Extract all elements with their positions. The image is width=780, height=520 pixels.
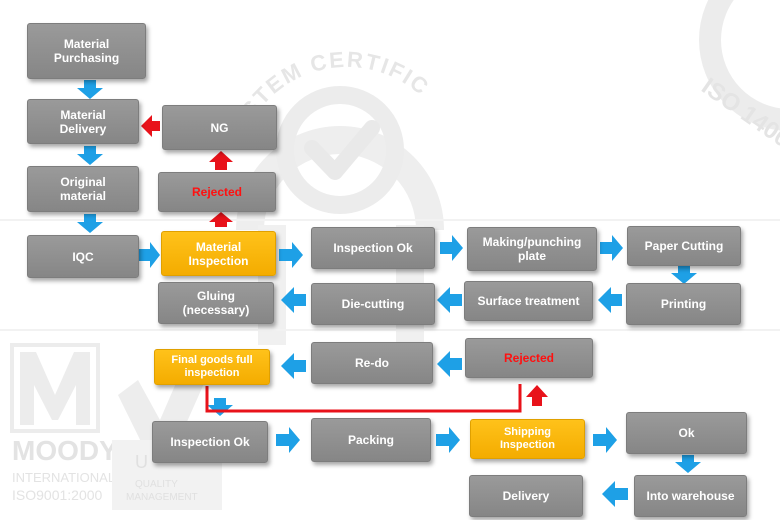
node-surface-treatment: Surface treatment [464, 281, 593, 321]
node-ok: Ok [626, 412, 747, 454]
node-label: Packing [347, 433, 395, 447]
node-label: Paper Cutting [644, 239, 724, 253]
node-label: Gluing (necessary) [182, 289, 250, 317]
node-label: Rejected [191, 185, 243, 199]
arrow-left-2 [437, 287, 462, 313]
node-rejected-top: Rejected [158, 172, 276, 212]
arrow-left-1 [598, 287, 622, 313]
node-iqc: IQC [27, 235, 139, 278]
arrow-left-4 [437, 351, 462, 377]
node-label: Making/punching plate [482, 235, 582, 263]
node-inspection-ok-1: Inspection Ok [311, 227, 435, 269]
node-label: Ok [678, 426, 695, 440]
node-printing: Printing [626, 283, 741, 325]
node-material-inspection: Material Inspection [161, 231, 276, 276]
arrow-left-6 [602, 481, 628, 507]
node-into-warehouse: Into warehouse [634, 475, 747, 517]
node-label: Into warehouse [646, 489, 735, 503]
node-inspection-ok-2: Inspection Ok [152, 421, 268, 463]
node-die-cutting: Die-cutting [311, 283, 435, 325]
node-label: Delivery [502, 489, 550, 503]
red-loop-line [205, 384, 522, 413]
node-label: Re-do [355, 356, 389, 370]
arrow-down-3 [77, 214, 103, 233]
node-label: IQC [72, 249, 94, 264]
node-label: Shipping Inspection [499, 426, 555, 451]
red-arrow-up-to-ng [209, 151, 233, 170]
arrow-left-5 [281, 353, 306, 379]
arrow-right-1 [139, 242, 160, 268]
node-label: Final goods full inspection [171, 354, 253, 379]
node-delivery: Delivery [469, 475, 583, 517]
arrow-down-6 [675, 455, 701, 473]
node-label: Inspection Ok [333, 241, 413, 255]
arrow-down-2 [77, 146, 103, 165]
node-final-goods-inspection: Final goods full inspection [154, 349, 270, 385]
node-label: NG [210, 120, 229, 135]
node-label: Material Purchasing [53, 37, 120, 65]
node-ng: NG [162, 105, 277, 150]
arrow-right-6 [436, 427, 460, 453]
red-arrow-left-to-delivery [141, 115, 160, 137]
node-gluing: Gluing (necessary) [158, 282, 274, 324]
node-label: Material Inspection [188, 239, 249, 268]
node-label: Material Delivery [59, 107, 107, 136]
arrow-down-1 [77, 80, 103, 99]
node-paper-cutting: Paper Cutting [627, 226, 741, 266]
node-rejected-mid: Rejected [465, 338, 593, 378]
node-re-do: Re-do [311, 342, 433, 384]
node-label: Inspection Ok [170, 435, 250, 449]
arrow-down-4 [671, 266, 697, 284]
node-original-material: Original material [27, 166, 139, 212]
node-label: Surface treatment [477, 294, 580, 308]
arrow-right-5 [276, 427, 300, 453]
node-label: Die-cutting [341, 297, 405, 311]
red-arrow-up-to-rejected-mid [526, 385, 548, 406]
node-material-purchasing: Material Purchasing [27, 23, 146, 79]
red-arrow-up-to-rejected [209, 212, 233, 227]
node-making-punching-plate: Making/punching plate [467, 227, 597, 271]
arrow-right-3 [440, 235, 463, 261]
node-material-delivery: Material Delivery [27, 99, 139, 144]
node-label: Original material [59, 175, 107, 203]
arrow-right-7 [593, 427, 617, 453]
arrow-right-2 [279, 242, 303, 268]
node-shipping-inspection: Shipping Inspection [470, 419, 585, 459]
node-packing: Packing [311, 418, 431, 462]
arrow-down-5 [207, 398, 233, 416]
arrow-left-3 [281, 287, 306, 313]
node-label: Rejected [503, 351, 555, 365]
arrow-right-4 [600, 235, 623, 261]
node-label: Printing [660, 297, 707, 311]
